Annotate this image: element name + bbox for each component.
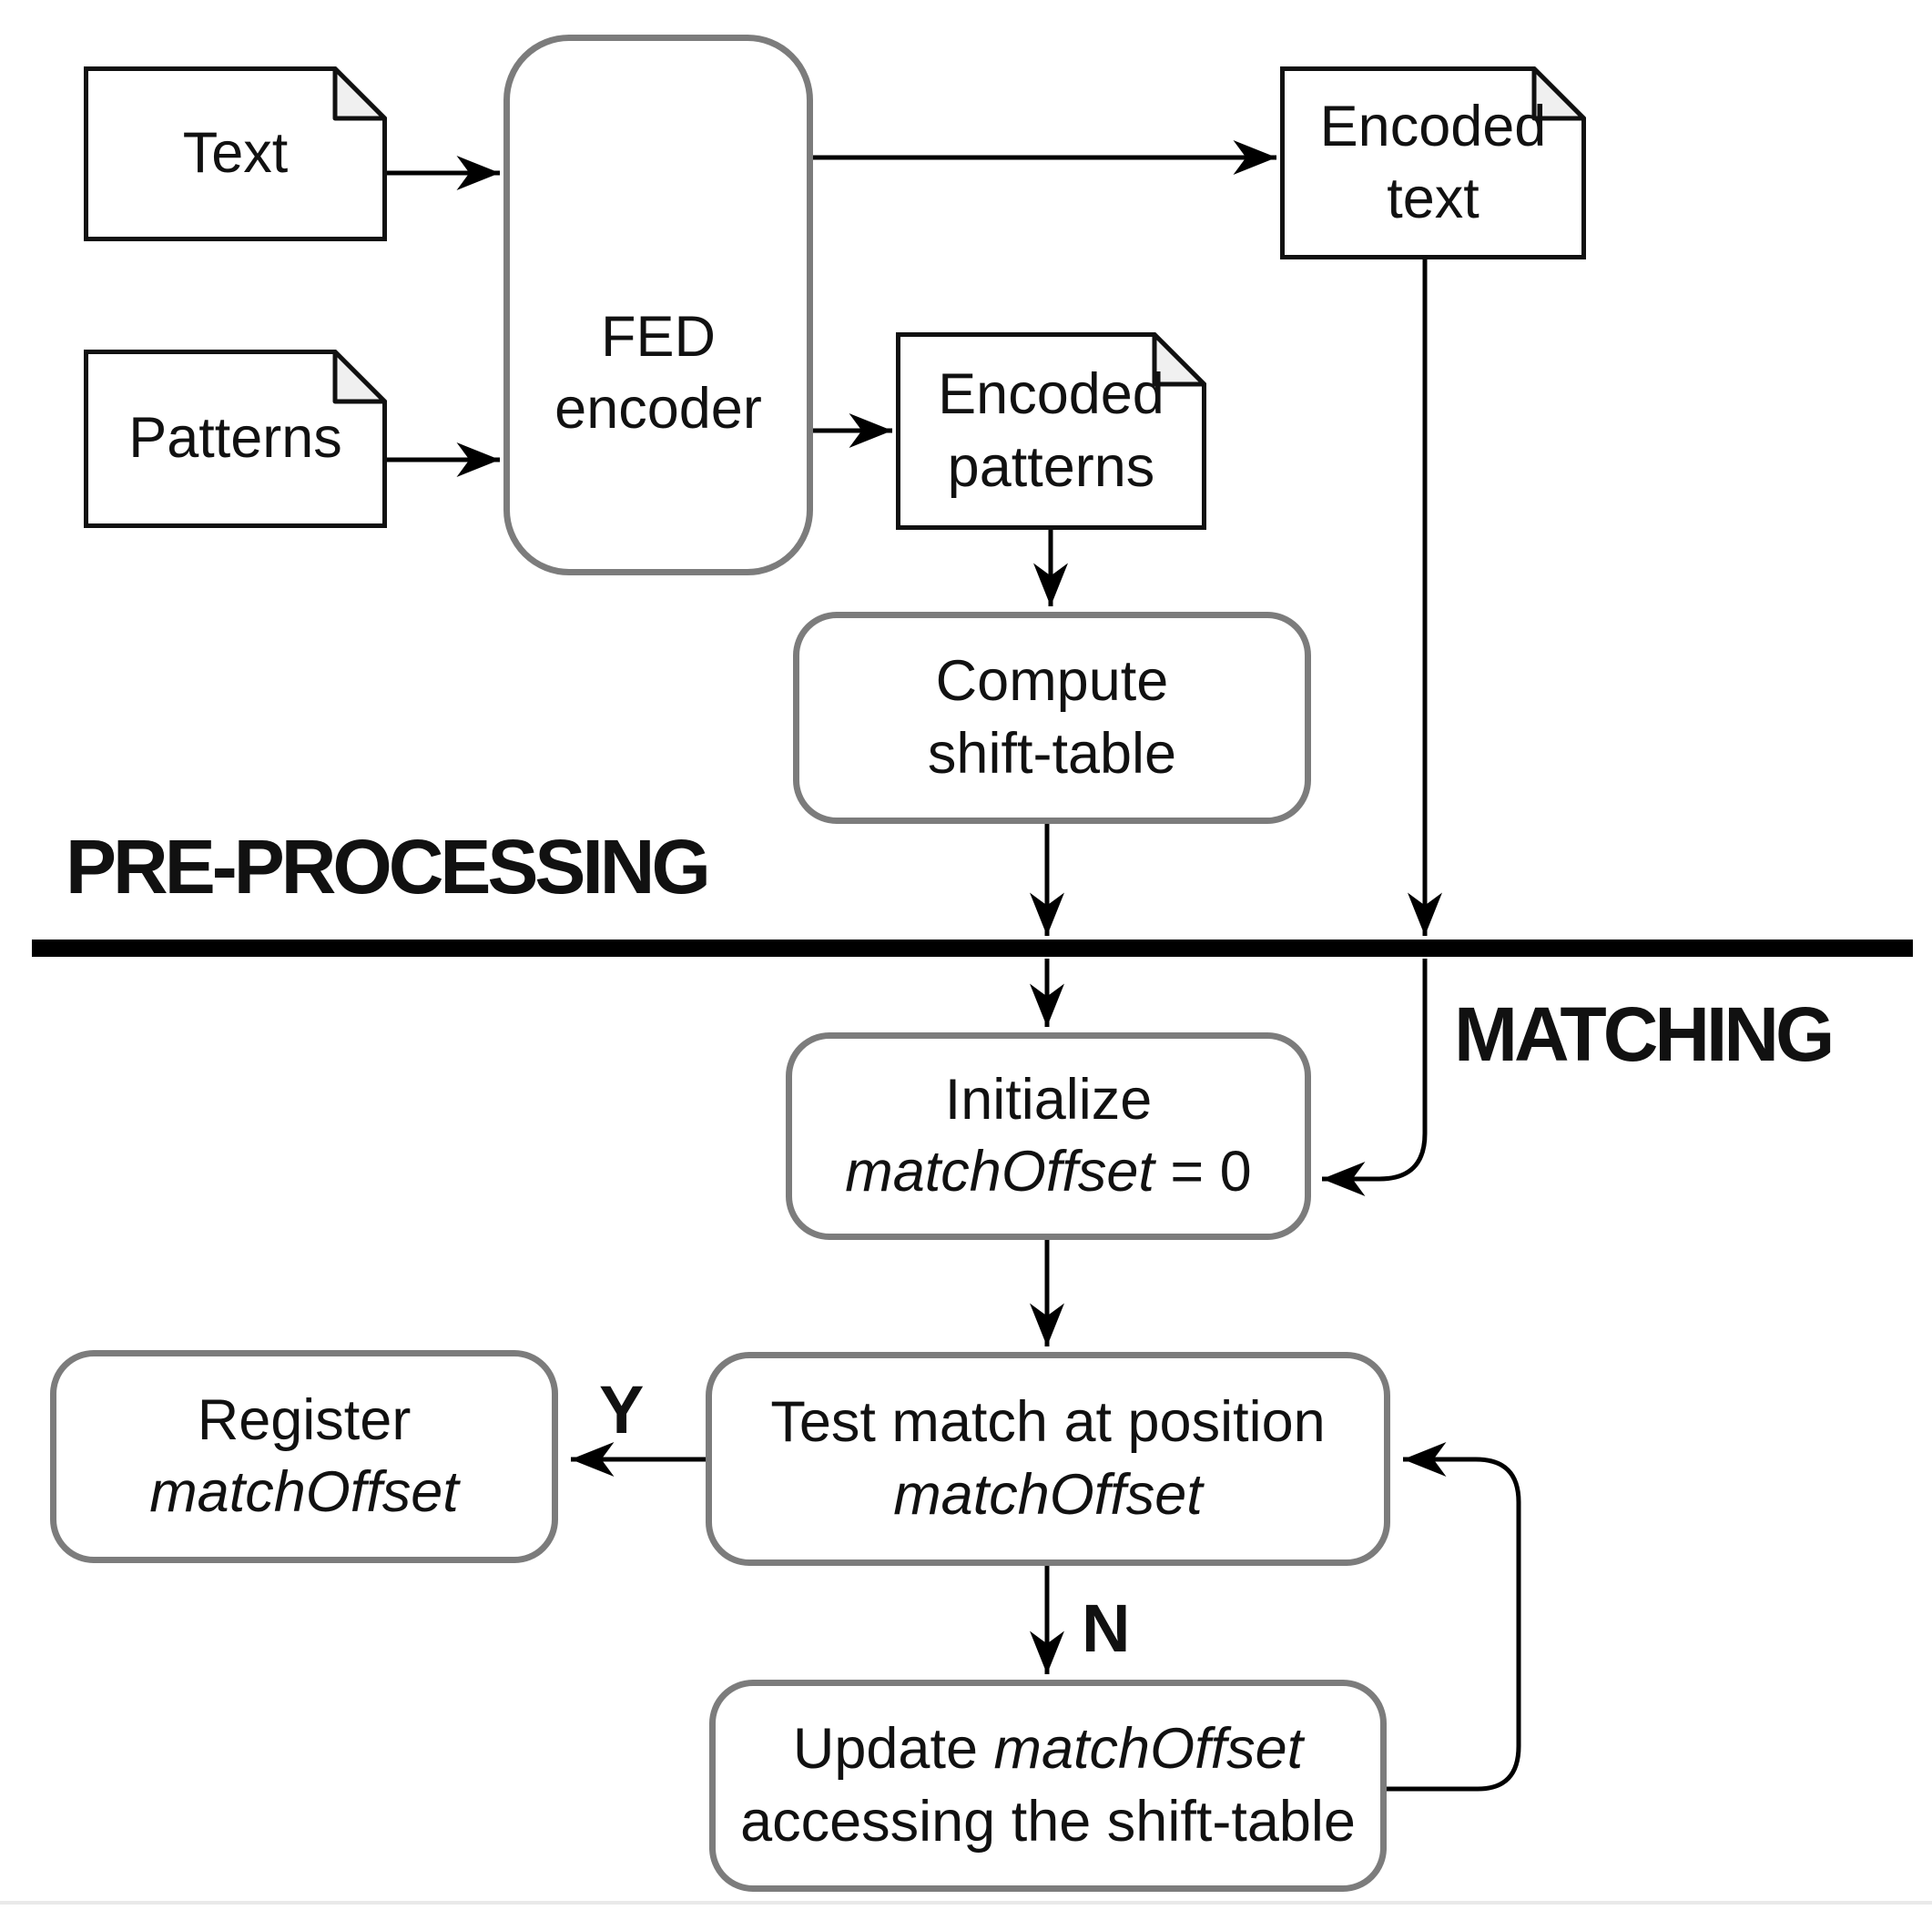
section-label-matching: MATCHING: [1454, 991, 1835, 1077]
node-encoded-patterns-document: Encoded patterns: [896, 332, 1206, 530]
document-shape-icon: [84, 66, 387, 241]
node-patterns-document: Patterns: [84, 350, 387, 528]
node-update-matchoffset: Update matchOffset accessing the shift-t…: [709, 1680, 1387, 1892]
node-text-document: Text: [84, 66, 387, 241]
bottom-hairline: [0, 1901, 1932, 1905]
edge-label-yes: Y: [599, 1372, 645, 1448]
node-compute-shift-table: Compute shift-table: [793, 612, 1311, 824]
section-label-preprocessing: PRE-PROCESSING: [66, 824, 711, 909]
compute-label-line1: Compute: [935, 649, 1169, 714]
text-document-label: Text: [182, 121, 289, 186]
matchoffset-variable: matchOffset: [845, 1140, 1154, 1204]
node-fed-encoder: FED encoder: [503, 35, 813, 575]
update-label-line1: Update matchOffset: [793, 1713, 1303, 1785]
register-label-line2: matchOffset: [149, 1460, 459, 1524]
initialize-suffix: = 0: [1154, 1140, 1252, 1204]
arrow-encodedtext-to-initialize: [1322, 959, 1428, 1196]
test-label-line1: Test match at position: [770, 1390, 1326, 1455]
encoded-patterns-label-line1: Encoded: [938, 362, 1164, 427]
encoded-patterns-label-line2: patterns: [947, 434, 1155, 499]
encoded-text-label-line2: text: [1387, 167, 1480, 230]
register-label-line1: Register: [197, 1387, 412, 1452]
initialize-label-line1: Initialize: [944, 1067, 1153, 1132]
phase-divider-line: [32, 940, 1913, 957]
test-label-line2: matchOffset: [893, 1462, 1203, 1527]
update-label-line2: accessing the shift-table: [740, 1789, 1356, 1854]
node-register-matchoffset: Register matchOffset: [50, 1350, 558, 1563]
initialize-label-line2: matchOffset = 0: [845, 1136, 1251, 1208]
fed-encoder-label-line2: encoder: [554, 377, 762, 441]
fed-encoder-label-line1: FED: [601, 304, 716, 369]
document-shape-icon: [84, 350, 387, 528]
node-initialize-matchoffset: Initialize matchOffset = 0: [786, 1032, 1311, 1240]
update-prefix: Update: [792, 1717, 994, 1782]
patterns-document-label: Patterns: [128, 406, 342, 471]
edge-label-no: N: [1082, 1590, 1131, 1666]
node-test-match: Test match at position matchOffset: [706, 1352, 1390, 1566]
document-shape-icon: [1280, 66, 1586, 259]
encoded-text-label-line1: Encoded: [1319, 94, 1547, 158]
compute-label-line2: shift-table: [927, 721, 1177, 786]
node-encoded-text-document: Encoded text: [1280, 66, 1586, 259]
matchoffset-variable: matchOffset: [993, 1717, 1304, 1782]
document-shape-icon: [896, 332, 1206, 530]
arrow-update-loop-to-test: [1387, 1442, 1521, 1792]
